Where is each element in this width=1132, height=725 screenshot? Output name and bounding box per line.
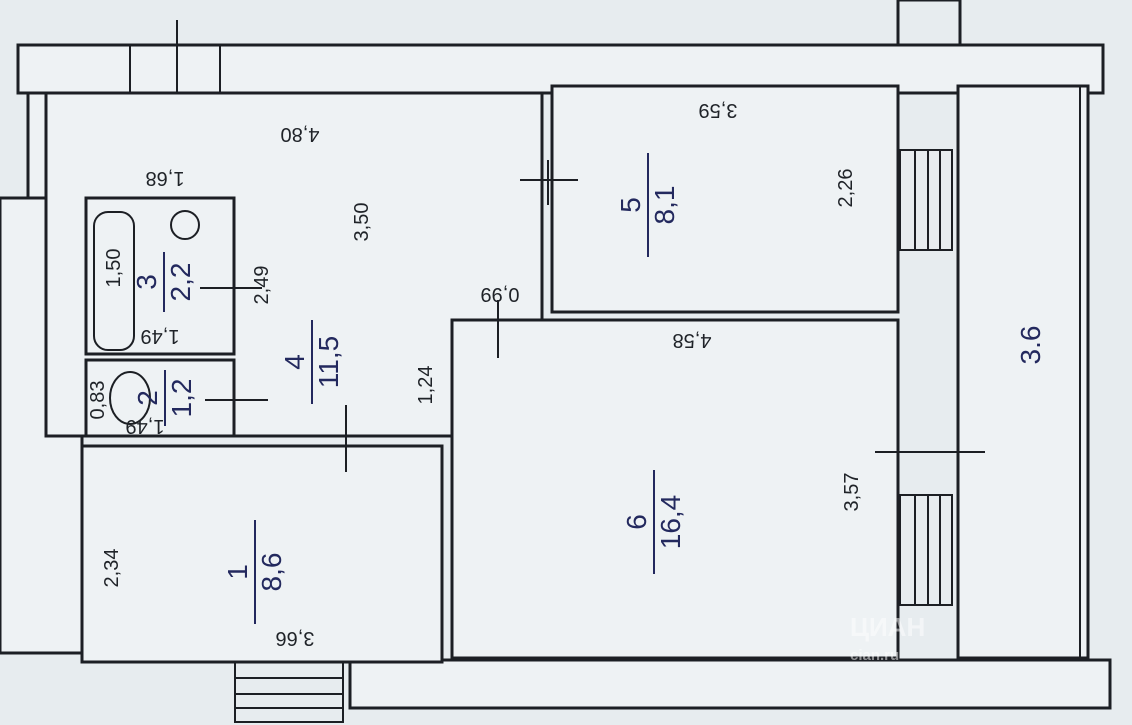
sink-symbol — [170, 210, 200, 240]
dim-label: 1,50 — [103, 249, 125, 288]
svg-text:ЦИАН: ЦИАН — [850, 612, 925, 642]
svg-text:16,4: 16,4 — [655, 495, 686, 550]
svg-text:5: 5 — [615, 197, 646, 213]
dim-label: 4,58 — [673, 329, 712, 351]
room-1 — [80, 444, 444, 664]
balcony-area: 3.6 — [1015, 326, 1046, 365]
dim-label: 2,34 — [101, 549, 123, 588]
svg-text:1: 1 — [222, 564, 253, 580]
svg-text:4: 4 — [279, 354, 310, 370]
svg-text:11,5: 11,5 — [313, 336, 344, 388]
room-1-label: 1 8,6 — [222, 520, 287, 624]
room-5 — [550, 84, 900, 314]
svg-text:2: 2 — [132, 390, 163, 406]
dim-label: 0,83 — [87, 381, 109, 420]
left-exterior-wall — [26, 91, 48, 200]
toilet-symbol — [109, 371, 151, 425]
dim-label: 3,59 — [699, 99, 738, 121]
dim-label: 3,57 — [841, 473, 863, 512]
dim-label: 4,80 — [281, 123, 320, 145]
dim-label: 3,66 — [276, 627, 315, 649]
window-room-5 — [899, 149, 953, 251]
svg-text:8,1: 8,1 — [649, 186, 680, 225]
dim-label: 2,26 — [835, 169, 857, 208]
bathtub-symbol — [93, 211, 135, 351]
dim-label: 1,49 — [126, 415, 165, 437]
svg-text:1,2: 1,2 — [166, 379, 197, 418]
svg-text:cian.ru: cian.ru — [850, 647, 899, 664]
svg-text:2,2: 2,2 — [165, 263, 196, 302]
cian-watermark: ЦИАН cian.ru — [850, 612, 925, 664]
room-6 — [450, 318, 900, 660]
dim-label: 1,49 — [141, 325, 180, 347]
bottom-exterior-wall — [348, 658, 1112, 710]
dim-label: 3,50 — [351, 203, 373, 242]
window-room-6 — [899, 494, 953, 606]
room-3-label: 3 2,2 — [131, 252, 196, 312]
entrance-steps — [234, 661, 344, 723]
room-3-bathroom — [84, 196, 236, 356]
room-5-label: 5 8,1 — [615, 153, 680, 257]
room-4-label: 4 11,5 — [279, 320, 344, 404]
room-6-label: 6 16,4 — [621, 470, 686, 574]
svg-text:3: 3 — [131, 274, 162, 290]
dim-label: 1,24 — [415, 366, 437, 405]
svg-text:6: 6 — [621, 514, 652, 530]
svg-text:8,6: 8,6 — [256, 553, 287, 592]
top-right-stair-wall — [896, 0, 962, 47]
balcony — [956, 84, 1090, 660]
dim-label: 1,68 — [146, 167, 185, 189]
dim-label: 2,49 — [251, 266, 273, 305]
room-2-label: 2 1,2 — [132, 370, 197, 426]
dim-label: 0,99 — [481, 283, 520, 305]
